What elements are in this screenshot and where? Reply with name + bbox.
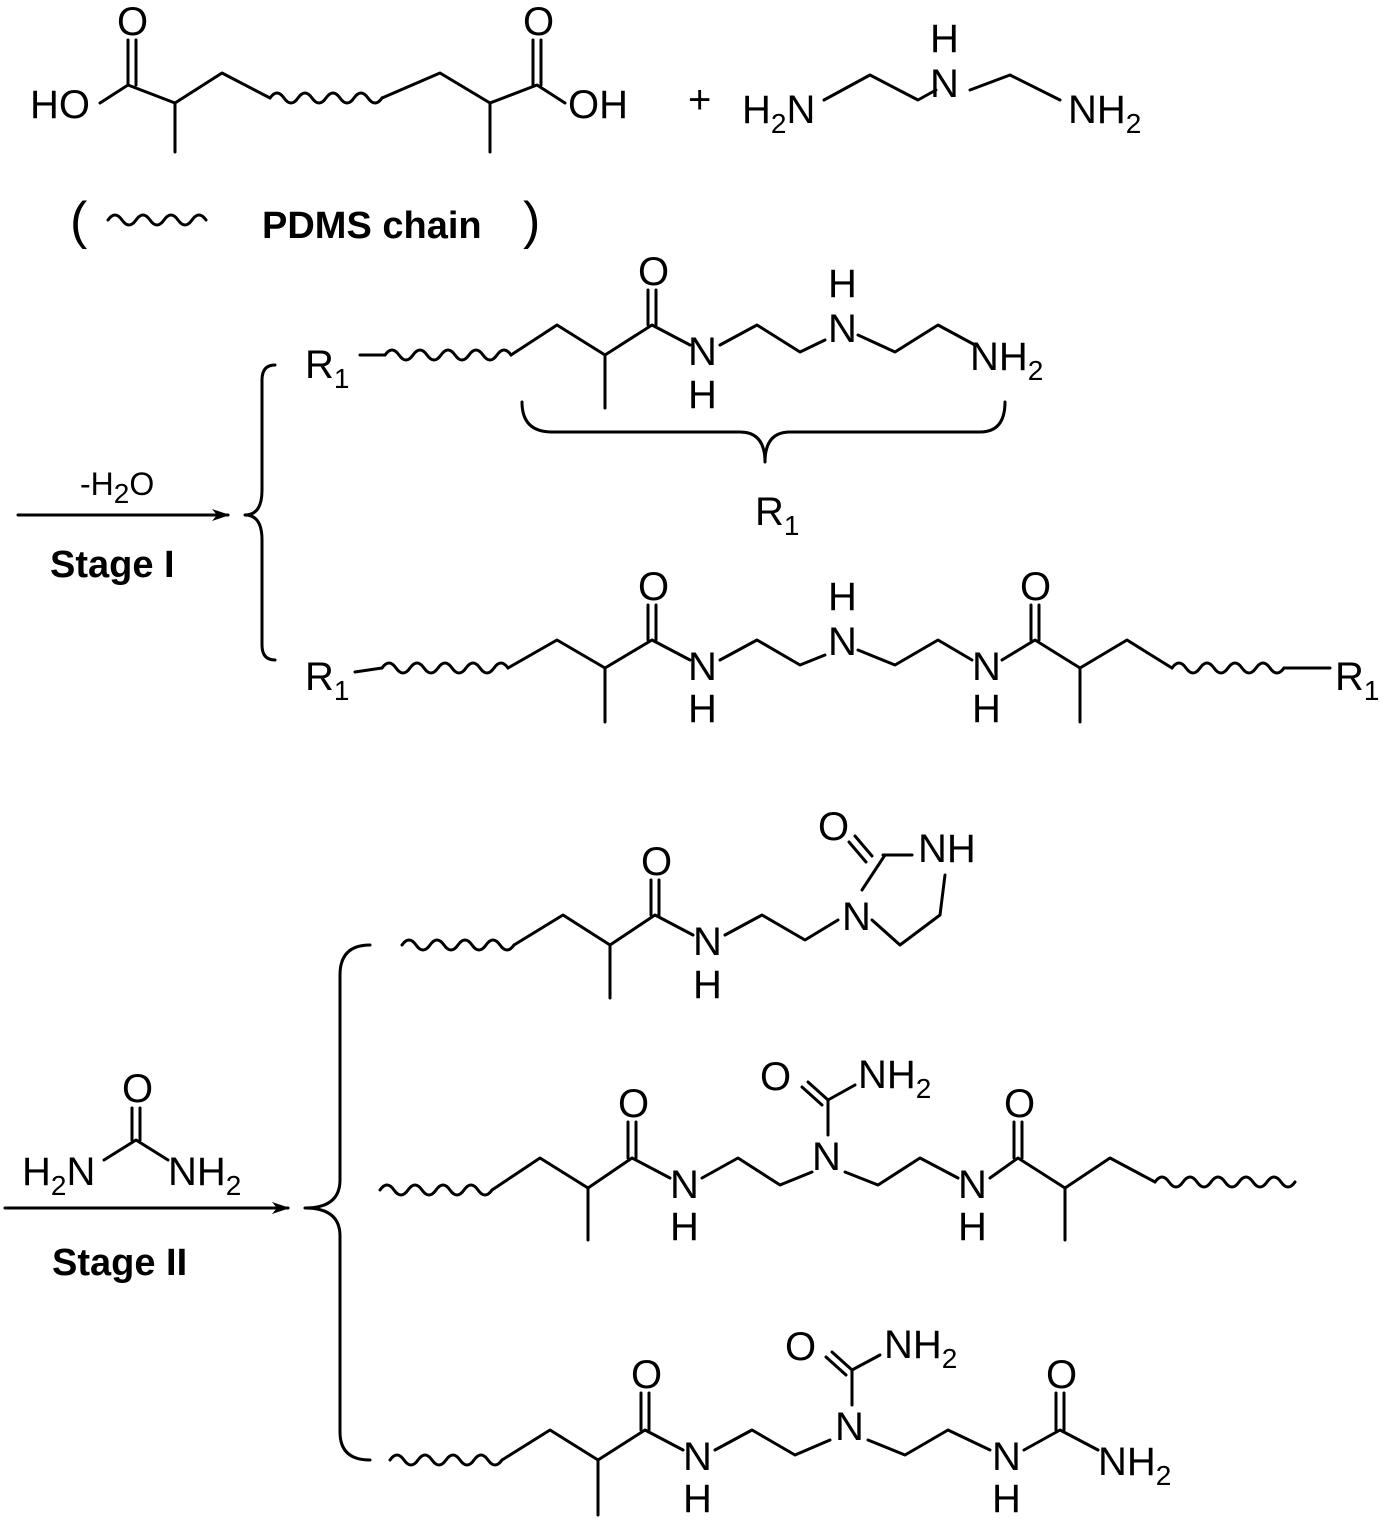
terminal-nh2: NH2 [970, 335, 1043, 386]
carbonyl-oxygen-left: O [117, 0, 148, 44]
stage-1-brace [243, 363, 277, 662]
amide-n: N [688, 330, 717, 374]
amide-h: H [688, 373, 717, 417]
urea-nh2: NH2 [884, 1323, 957, 1374]
carbonyl-oxygen-left: O [618, 1082, 649, 1126]
ring-nh: NH [918, 827, 976, 871]
amine-h: H [930, 17, 959, 61]
r1-group-left: R1 [305, 655, 349, 706]
carbonyl-oxygen: O [631, 1353, 662, 1397]
amine-h: H [828, 262, 857, 306]
imidazolidinone-ring [860, 853, 947, 947]
carbonyl-oxygen-right: O [1020, 565, 1051, 609]
central-n: N [835, 1405, 864, 1449]
amide-n-left: N [688, 645, 717, 689]
stage-1-label: Stage I [50, 544, 175, 586]
pdms-wavy-bond [268, 91, 384, 105]
r1-definition-brace [520, 400, 1007, 464]
terminal-urea-nh2: NH2 [1098, 1440, 1171, 1491]
urea-h2n: H2N [22, 1150, 95, 1201]
terminal-urea-h: H [992, 1477, 1021, 1521]
terminal-urea-oxygen: O [1046, 1353, 1077, 1397]
amide-h: H [683, 1477, 712, 1521]
urea-nh2: NH2 [858, 1053, 931, 1104]
pdms-chain-label: PDMS chain [262, 205, 482, 247]
amide-n-right: N [972, 645, 1001, 689]
carbonyl-oxygen: O [638, 250, 669, 294]
central-n: N [812, 1135, 841, 1179]
urea-oxygen: O [785, 1325, 816, 1369]
ring-n: N [842, 895, 871, 939]
r1-group-right: R1 [1335, 655, 1379, 706]
amide-h-right: H [958, 1205, 987, 1249]
stage-2-product-imidazolidinone: O N H N O NH [400, 805, 976, 1007]
carbonyl-oxygen-right: O [523, 0, 554, 44]
stage-2-product-biuret-bridge: O N H N O NH2 N H O [378, 1053, 1297, 1249]
terminal-urea-n: N [992, 1435, 1021, 1479]
carbonyl-oxygen-right: O [1004, 1082, 1035, 1126]
amine-n: N [828, 620, 857, 664]
r1-group: R1 [305, 343, 349, 394]
stage-2-label: Stage II [52, 1242, 187, 1284]
legend-open-paren: ( [70, 192, 88, 250]
stage-1-arrow: -H2O Stage I [16, 466, 230, 586]
hydroxyl-right: OH [568, 83, 628, 127]
stage-2-brace [303, 943, 372, 1462]
plus-sign: + [688, 78, 711, 122]
amine-nh2: NH2 [1068, 88, 1141, 139]
amine-n: N [828, 307, 857, 351]
water-elimination-label: -H2O [80, 466, 154, 509]
amide-n: N [683, 1435, 712, 1479]
amide-h-left: H [670, 1205, 699, 1249]
urea-nh2: NH2 [168, 1150, 241, 1201]
stage-1-product-mono-amide: R1 O N H H N NH2 R1 [305, 250, 1043, 541]
legend-close-paren: ) [523, 192, 540, 250]
amide-h: H [693, 963, 722, 1007]
urea-oxygen: O [760, 1055, 791, 1099]
urea-oxygen: O [122, 1067, 153, 1111]
ring-oxygen: O [818, 805, 849, 849]
reactant-pdms-dicarboxylic-acid: HO O O OH [30, 0, 628, 154]
reactant-diethylenetriamine: H2N H N NH2 [742, 17, 1141, 139]
carbonyl-oxygen: O [641, 840, 672, 884]
amine-h: H [828, 575, 857, 619]
stage-1-product-bis-amide: R1 O N H H N N H O R1 [305, 565, 1379, 731]
hydroxyl-left: HO [30, 83, 90, 127]
amine-h2n: H2N [742, 88, 815, 139]
carbonyl-oxygen-left: O [638, 565, 669, 609]
r1-definition-label: R1 [755, 490, 799, 541]
pdms-legend: ( PDMS chain ) [70, 192, 540, 250]
amide-n-right: N [958, 1163, 987, 1207]
amine-n: N [930, 62, 959, 106]
amide-n: N [693, 920, 722, 964]
amide-h-left: H [688, 687, 717, 731]
legend-wavy-icon [106, 213, 208, 227]
urea-reagent: O H2N NH2 [22, 1067, 241, 1201]
stage-2-arrow: O H2N NH2 Stage II [3, 1067, 290, 1284]
amide-n-left: N [670, 1163, 699, 1207]
amide-h-right: H [972, 687, 1001, 731]
stage-2-product-bis-urea: O N H N O NH2 N H O NH2 [388, 1323, 1171, 1521]
